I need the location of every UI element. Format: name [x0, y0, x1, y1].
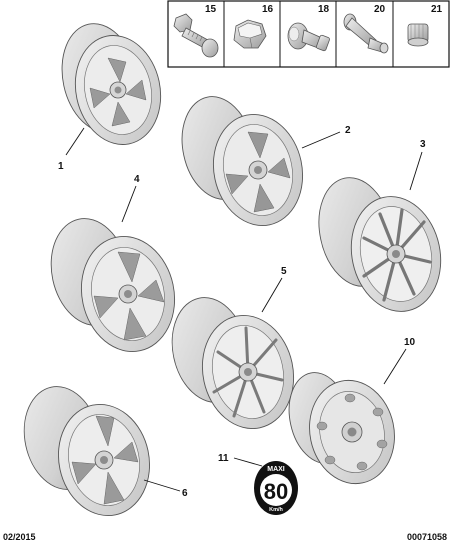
leader-lines — [65, 127, 423, 492]
fastener-label-16: 16 — [262, 4, 274, 15]
sticker-inner — [260, 474, 292, 506]
callout-10: 10 — [404, 337, 416, 348]
hex-nut-cap-icon — [233, 19, 267, 49]
wheel-3 — [318, 177, 442, 312]
wheel-10 — [288, 372, 395, 485]
fasteners-panel: 15 16 18 20 21 — [167, 0, 450, 68]
fastener-label-21: 21 — [431, 4, 443, 15]
spokes — [89, 57, 147, 127]
spokes — [71, 415, 139, 505]
wheel-1 — [61, 23, 162, 145]
sticker-unit: Km/h — [269, 507, 283, 513]
wheel-2 — [181, 96, 304, 226]
callout-1: 1 — [58, 161, 64, 172]
wheel-4 — [50, 218, 176, 352]
speed-limit-sticker: MAXI 80 Km/h — [254, 461, 298, 515]
callout-4: 4 — [134, 174, 140, 185]
callout-3: 3 — [420, 139, 426, 150]
callout-5: 5 — [281, 266, 287, 277]
callout-6: 6 — [182, 488, 188, 499]
tyre-valve-icon — [343, 13, 389, 54]
vent-holes — [316, 393, 388, 471]
callout-11: 11 — [218, 453, 229, 464]
sticker-value: 80 — [264, 479, 288, 504]
spokes — [93, 251, 165, 341]
wheel-5 — [171, 297, 295, 429]
locking-bolt-icon — [287, 22, 330, 52]
spokes — [225, 131, 291, 213]
footer-ref: 00071058 — [406, 532, 447, 542]
footer-date: 02/2015 — [3, 532, 36, 542]
fastener-label-15: 15 — [205, 4, 217, 15]
valve-cap-icon — [407, 23, 429, 47]
fastener-label-20: 20 — [374, 4, 386, 15]
wheel-6 — [23, 386, 150, 517]
bolt-icon — [173, 13, 219, 58]
callout-2: 2 — [345, 125, 351, 136]
fastener-label-18: 18 — [318, 4, 330, 15]
sticker-maxi: MAXI — [267, 466, 285, 473]
